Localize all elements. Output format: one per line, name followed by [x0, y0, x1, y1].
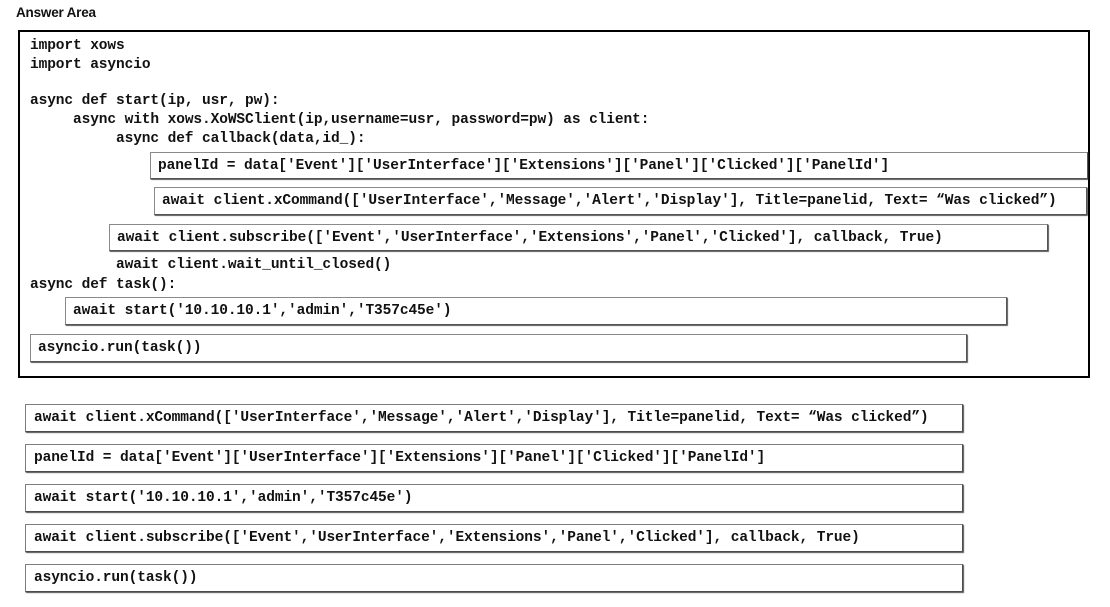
- option-asyncio-run[interactable]: asyncio.run(task()): [25, 564, 963, 592]
- code-line: async def callback(data,id_):: [116, 131, 366, 147]
- option-xcommand[interactable]: await client.xCommand(['UserInterface','…: [25, 404, 963, 432]
- placed-asyncio-run-box[interactable]: asyncio.run(task()): [30, 334, 967, 362]
- option-subscribe-text: await client.subscribe(['Event','UserInt…: [34, 530, 860, 546]
- placed-panelid-box[interactable]: panelId = data['Event']['UserInterface']…: [150, 152, 1088, 179]
- code-line: async def task():: [30, 277, 177, 293]
- option-subscribe[interactable]: await client.subscribe(['Event','UserInt…: [25, 524, 963, 552]
- placed-xcommand-box[interactable]: await client.xCommand(['UserInterface','…: [154, 187, 1087, 215]
- option-panelid[interactable]: panelId = data['Event']['UserInterface']…: [25, 444, 963, 472]
- option-xcommand-text: await client.xCommand(['UserInterface','…: [34, 410, 929, 426]
- page-title: Answer Area: [16, 5, 96, 20]
- code-line: async def start(ip, usr, pw):: [30, 93, 280, 109]
- code-line: async with xows.XoWSClient(ip,username=u…: [73, 112, 650, 128]
- placed-await-start-text: await start('10.10.10.1','admin','T357c4…: [73, 303, 452, 319]
- answer-area-container: import xows import asyncio async def sta…: [18, 30, 1090, 378]
- option-await-start-text: await start('10.10.10.1','admin','T357c4…: [34, 490, 413, 506]
- placed-xcommand-text: await client.xCommand(['UserInterface','…: [162, 193, 1057, 209]
- placed-asyncio-run-text: asyncio.run(task()): [38, 340, 202, 356]
- code-line: import xows: [30, 38, 125, 54]
- option-asyncio-run-text: asyncio.run(task()): [34, 570, 198, 586]
- option-panelid-text: panelId = data['Event']['UserInterface']…: [34, 450, 766, 466]
- placed-subscribe-text: await client.subscribe(['Event','UserInt…: [117, 229, 943, 246]
- code-line: await client.wait_until_closed(): [116, 257, 392, 273]
- placed-panelid-text: panelId = data['Event']['UserInterface']…: [158, 157, 890, 174]
- code-line: import asyncio: [30, 57, 151, 73]
- option-await-start[interactable]: await start('10.10.10.1','admin','T357c4…: [25, 484, 963, 512]
- placed-subscribe-box[interactable]: await client.subscribe(['Event','UserInt…: [109, 224, 1048, 251]
- placed-await-start-box[interactable]: await start('10.10.10.1','admin','T357c4…: [65, 297, 1007, 325]
